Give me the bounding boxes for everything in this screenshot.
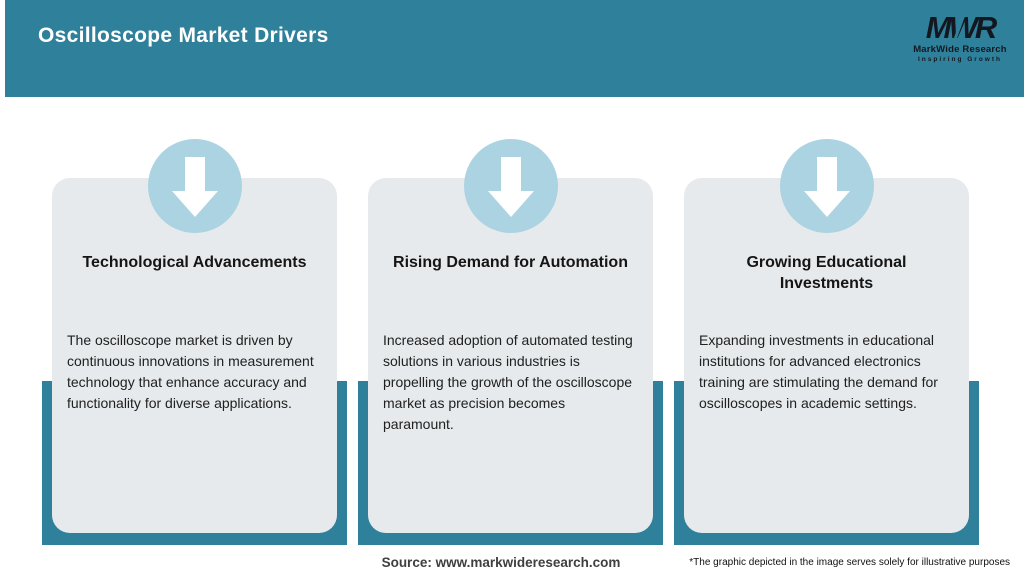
driver-card-technological-advancements: Technological Advancements The oscillosc… <box>42 139 347 546</box>
page-title: Oscilloscope Market Drivers <box>38 24 329 47</box>
driver-card-growing-educational-investments: Growing Educational Investments Expandin… <box>674 139 979 546</box>
logo-tagline: Inspiring Growth <box>918 55 1002 63</box>
card-description: Increased adoption of automated testing … <box>383 332 633 432</box>
down-arrow-icon <box>463 139 558 233</box>
card-title: Technological Advancements <box>82 254 307 271</box>
header-band: Oscilloscope Market Drivers MWR MarkWide… <box>5 0 1024 97</box>
card-description: Expanding investments in educational ins… <box>699 332 938 411</box>
card-title: Growing Educational Investments <box>746 254 907 292</box>
card-body: Growing Educational Investments Expandin… <box>684 178 969 533</box>
source-attribution: Source: www.markwideresearch.com <box>381 555 621 570</box>
logo-company-name: MarkWide Research <box>913 44 1007 55</box>
card-body: Technological Advancements The oscillosc… <box>52 178 337 533</box>
card-title: Rising Demand for Automation <box>393 254 628 271</box>
disclaimer-note: *The graphic depicted in the image serve… <box>689 557 1010 568</box>
logo-mwr-monogram: MWR <box>926 12 998 43</box>
markwide-research-logo: MWR MarkWide Research Inspiring Growth <box>908 12 1012 63</box>
driver-card-rising-demand-automation: Rising Demand for Automation Increased a… <box>358 139 663 546</box>
card-body: Rising Demand for Automation Increased a… <box>368 178 653 533</box>
down-arrow-icon <box>147 139 242 233</box>
down-arrow-icon <box>779 139 874 233</box>
card-description: The oscilloscope market is driven by con… <box>67 332 314 411</box>
